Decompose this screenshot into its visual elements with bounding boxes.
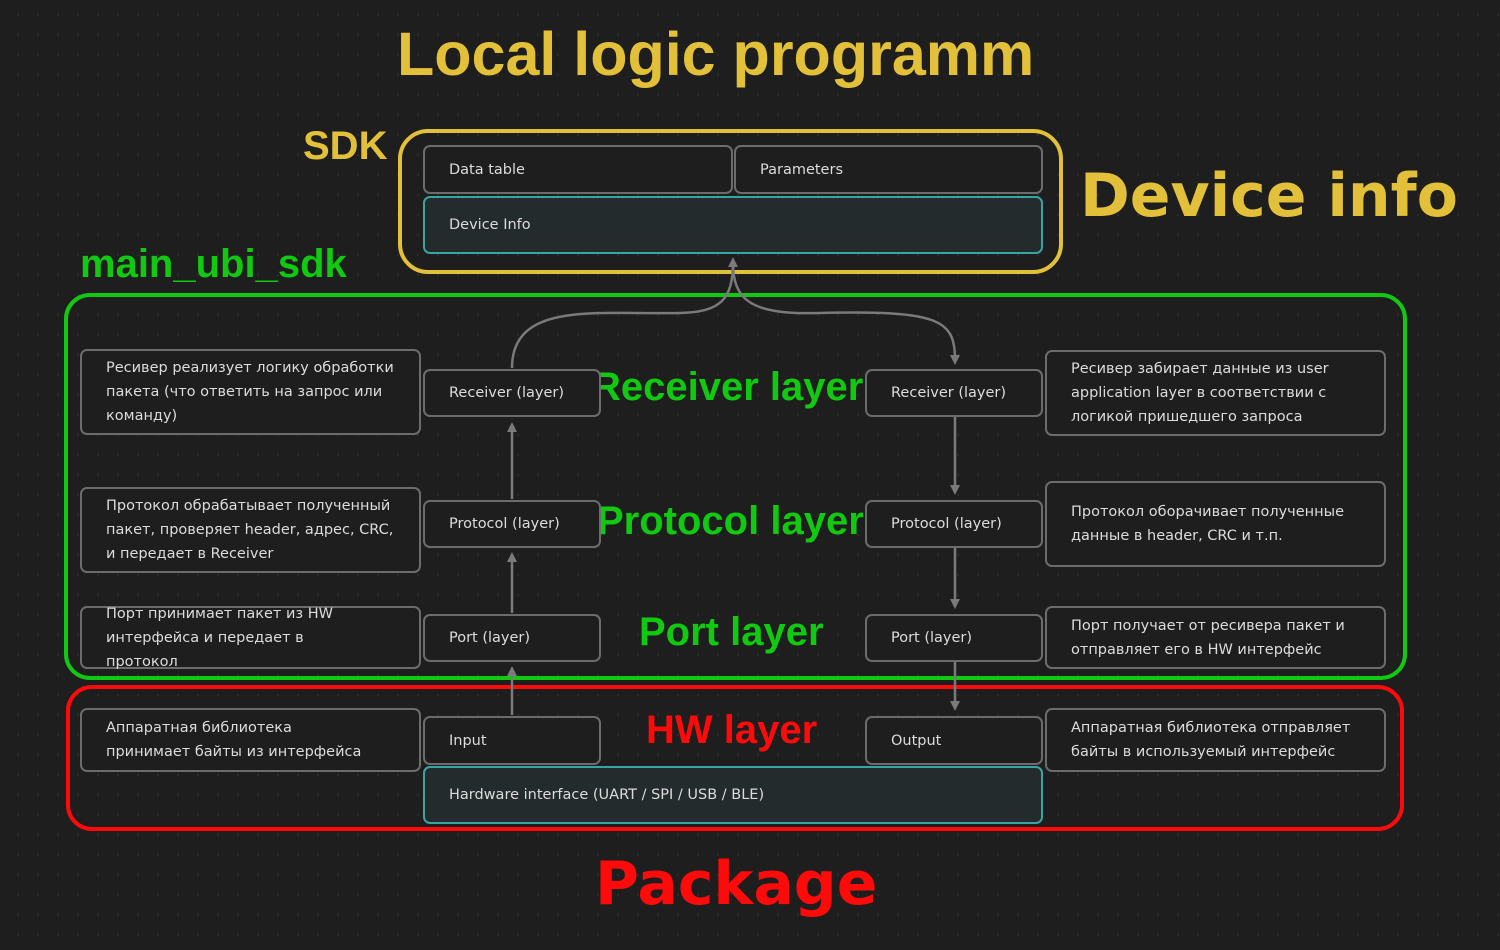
desc-right-hw-text: Аппаратная библиотека отправляет байты в… (1071, 720, 1351, 760)
node-right-port-label: Port (layer) (891, 630, 973, 646)
node-right-protocol[interactable]: Protocol (layer) (865, 500, 1043, 548)
node-left-protocol-label: Protocol (layer) (449, 516, 560, 532)
node-data-table[interactable]: Data table (423, 145, 733, 194)
node-left-receiver-label: Receiver (layer) (449, 385, 565, 401)
node-right-protocol-label: Protocol (layer) (891, 516, 1002, 532)
label-hw-layer: HW layer (646, 708, 818, 752)
node-data-table-label: Data table (449, 161, 525, 178)
package-group-frame (66, 685, 1404, 831)
sdk-group-frame (398, 129, 1063, 274)
desc-left-hw: Аппаратная библиотека принимает байты из… (80, 708, 421, 772)
desc-left-receiver: Ресивер реализует логику обработки пакет… (80, 349, 421, 435)
node-input-label: Input (449, 732, 487, 749)
label-protocol-layer: Protocol layer (597, 499, 864, 543)
label-package: Package (595, 849, 878, 919)
node-input[interactable]: Input (423, 716, 601, 765)
desc-left-protocol-text: Протокол обрабатывает полученный пакет, … (106, 498, 394, 562)
label-port-layer: Port layer (639, 610, 824, 654)
desc-left-port: Порт принимает пакет из HW интерфейса и … (80, 606, 421, 670)
title-local-logic-programm: Local logic programm (397, 20, 1035, 88)
desc-right-port: Порт получает от ресивера пакет и отправ… (1045, 606, 1386, 669)
label-receiver-layer: Receiver layer (592, 365, 864, 409)
desc-right-protocol: Протокол оборачивает полученные данные в… (1045, 481, 1386, 567)
label-device-info: Device info (1080, 161, 1458, 231)
main-ubi-sdk-group-frame (64, 293, 1407, 680)
desc-left-receiver-text: Ресивер реализует логику обработки пакет… (106, 360, 394, 424)
label-sdk: SDK (303, 124, 388, 168)
desc-right-port-text: Порт получает от ресивера пакет и отправ… (1071, 617, 1345, 658)
desc-left-hw-text: Аппаратная библиотека принимает байты из… (106, 720, 362, 760)
node-left-protocol[interactable]: Protocol (layer) (423, 500, 601, 548)
node-right-receiver[interactable]: Receiver (layer) (865, 369, 1043, 417)
label-main-ubi-sdk: main_ubi_sdk (80, 242, 347, 286)
desc-right-receiver-text: Ресивер забирает данные из user applicat… (1071, 361, 1329, 425)
node-left-receiver[interactable]: Receiver (layer) (423, 369, 601, 417)
node-output-label: Output (891, 732, 942, 749)
desc-left-protocol: Протокол обрабатывает полученный пакет, … (80, 487, 421, 573)
desc-left-port-text: Порт принимает пакет из HW интерфейса и … (106, 605, 333, 670)
node-device-info[interactable]: Device Info (423, 196, 1043, 254)
node-device-info-label: Device Info (449, 217, 531, 233)
node-left-port-label: Port (layer) (449, 630, 531, 646)
edge-device-info-to-right-receiver (731, 261, 960, 365)
node-output[interactable]: Output (865, 716, 1043, 765)
node-right-port[interactable]: Port (layer) (865, 614, 1043, 662)
node-parameters[interactable]: Parameters (734, 145, 1043, 194)
desc-right-receiver: Ресивер забирает данные из user applicat… (1045, 350, 1386, 436)
desc-right-protocol-text: Протокол оборачивает полученные данные в… (1071, 504, 1344, 544)
node-parameters-label: Parameters (760, 161, 843, 178)
edge-left-receiver-to-device-info (510, 257, 738, 369)
node-hardware-interface[interactable]: Hardware interface (UART / SPI / USB / B… (423, 766, 1043, 824)
node-right-receiver-label: Receiver (layer) (891, 385, 1007, 401)
node-hardware-interface-label: Hardware interface (UART / SPI / USB / B… (449, 787, 765, 803)
node-left-port[interactable]: Port (layer) (423, 614, 601, 662)
desc-right-hw: Аппаратная библиотека отправляет байты в… (1045, 708, 1386, 772)
